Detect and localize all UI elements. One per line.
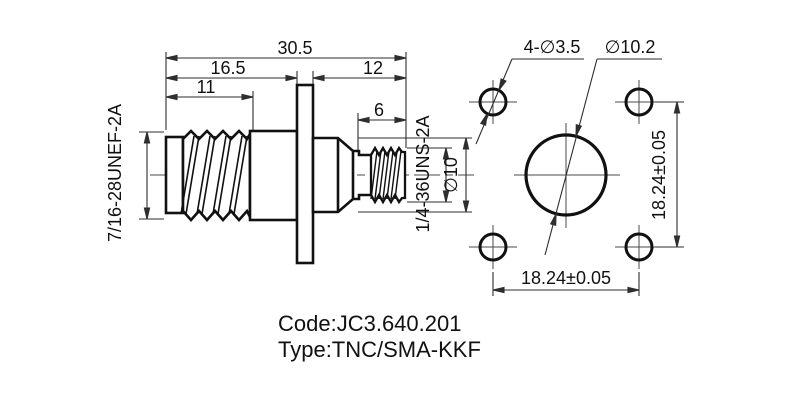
front-view-dimensions	[475, 58, 684, 296]
center-bore-circle	[524, 133, 608, 217]
thread-relief-bottom	[353, 193, 371, 201]
label-body-diameter: ∅10	[441, 157, 461, 193]
dim-left-thread-length: 11	[197, 77, 216, 97]
dim-right-section-length: 12	[363, 58, 383, 78]
label-tnc-thread-spec: 7/16-28UNEF-2A	[105, 104, 125, 242]
tnc-thread-hatch	[180, 135, 248, 215]
front-view-circles	[478, 87, 654, 262]
side-view-dimensions	[139, 52, 472, 220]
flange	[295, 83, 315, 265]
tnc-end-face	[164, 135, 185, 215]
title-block: Code:JC3.640.201 Type:TNC/SMA-KKF	[278, 311, 481, 362]
tnc-barrel	[248, 129, 299, 222]
mounting-hole-bottom-left	[478, 232, 508, 262]
sma-body-taper	[311, 136, 355, 214]
part-type: Type:TNC/SMA-KKF	[278, 337, 481, 362]
label-sma-thread-spec: 1/4-36UNS-2A	[413, 115, 433, 232]
dim-left-section-length: 16.5	[210, 58, 245, 78]
mounting-hole-top-right	[624, 87, 654, 117]
label-mounting-holes: 4-∅3.5	[524, 37, 581, 57]
sma-thread-hatch	[370, 150, 402, 200]
dim-right-thread-length: 6	[374, 100, 384, 120]
part-code: Code:JC3.640.201	[278, 311, 461, 336]
mounting-hole-top-left	[478, 87, 508, 117]
dim-hole-pitch-vertical: 18.24±0.05	[649, 130, 669, 220]
front-view: 4-∅3.5 ∅10.2 18.24±0.05 18.24±0.05	[469, 37, 684, 296]
side-view: 30.5 16.5 11 12 6 7/16-28UNEF-2A 1/4-36U…	[105, 38, 474, 265]
mounting-hole-bottom-right	[624, 232, 654, 262]
thread-relief-top	[353, 149, 371, 157]
dim-hole-pitch-horizontal: 18.24±0.05	[521, 268, 611, 288]
connector-body-outline	[164, 83, 407, 265]
dim-overall-length: 30.5	[277, 38, 312, 58]
label-center-bore: ∅10.2	[605, 37, 656, 57]
